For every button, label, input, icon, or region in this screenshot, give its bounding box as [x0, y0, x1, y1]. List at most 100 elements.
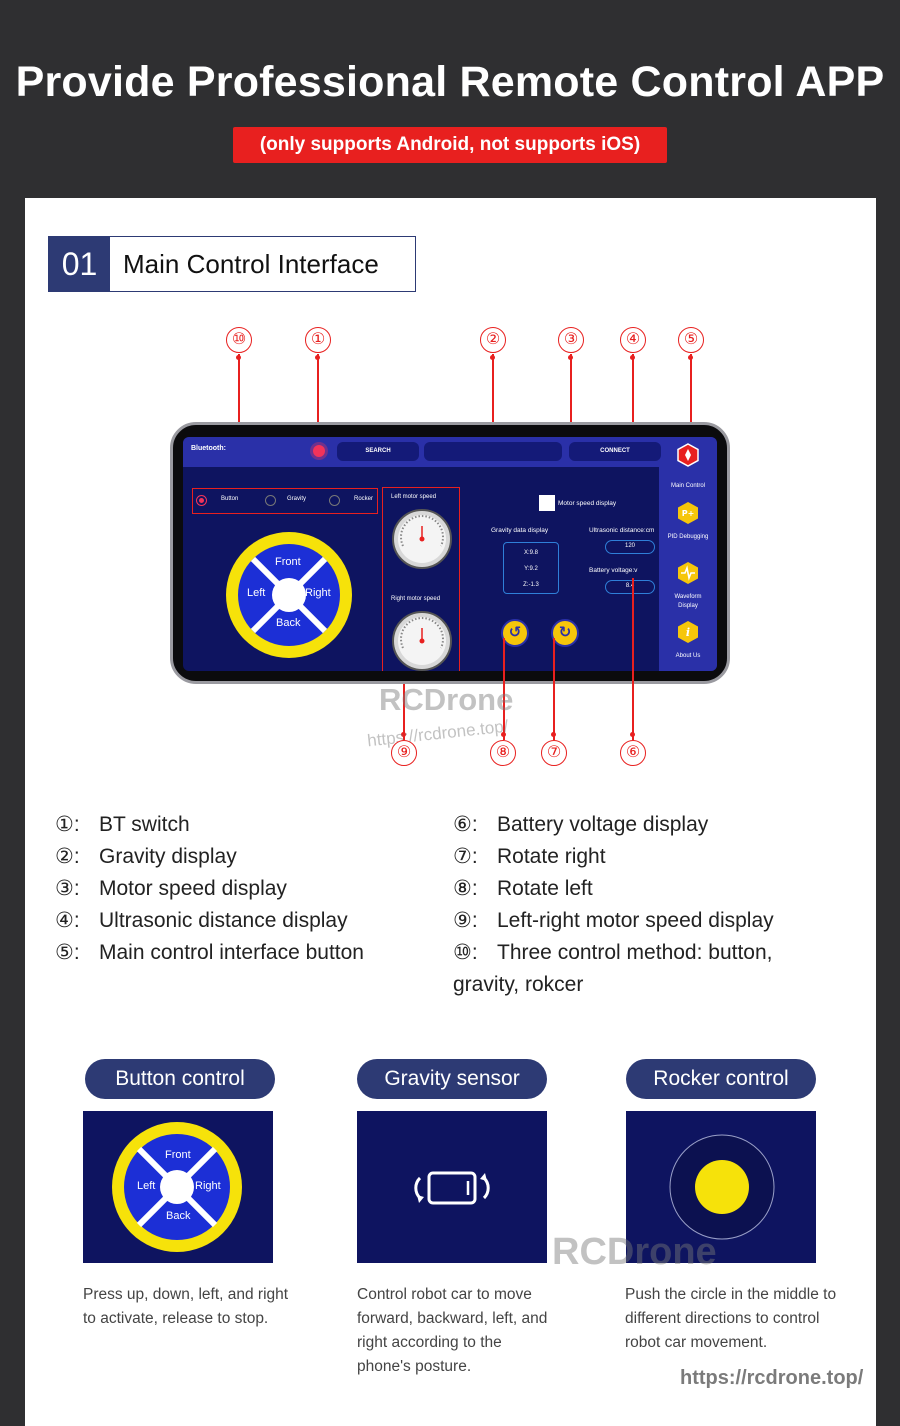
- legend-item-7: ⑦:Rotate right: [453, 845, 606, 868]
- gravity-z: Z:-1.3: [523, 582, 539, 588]
- sidebar-label-about: About Us: [675, 653, 701, 659]
- watermark-url-2: https://rcdrone.top/: [680, 1367, 864, 1389]
- app-topbar: Bluetooth: SEARCH CONNECT: [183, 437, 717, 467]
- legend-item-9: ⑨:Left-right motor speed display: [453, 909, 774, 932]
- content-panel: 01 Main Control Interface ⑩ ① ② ③ ④ ⑤ Bl…: [25, 198, 876, 1426]
- pid-icon: P+: [678, 502, 698, 524]
- legend-item-10: ⑩:Three control method: button,: [453, 941, 773, 964]
- sidebar-label-main-control: Main Control: [670, 483, 705, 489]
- watermark-url: https://rcdrone.top/: [366, 716, 510, 751]
- page-header: Provide Professional Remote Control APP …: [0, 0, 900, 198]
- rocker-joystick-graphic: [669, 1134, 775, 1240]
- sidebar-item-waveform[interactable]: Waveform Display: [659, 561, 717, 611]
- ultrasonic-label: Ultrasonic distance:cm: [589, 527, 655, 534]
- connect-button[interactable]: CONNECT: [569, 442, 661, 461]
- legend-item-3: ③:Motor speed display: [55, 877, 287, 900]
- card-title-rocker-control: Rocker control: [626, 1059, 816, 1099]
- legend-item-6: ⑥:Battery voltage display: [453, 813, 709, 836]
- callout-9: ⑨: [391, 740, 417, 766]
- card-desc-gravity-sensor: Control robot car to move forward, backw…: [357, 1286, 548, 1375]
- dpad-graphic: [226, 532, 352, 658]
- preview-right-label: Right: [195, 1180, 221, 1192]
- legend-item-4: ④:Ultrasonic distance display: [55, 909, 348, 932]
- sidebar-item-about[interactable]: i About Us: [659, 620, 717, 661]
- watermark-brand-2: RCDrone: [552, 1231, 717, 1273]
- dpad-back-button[interactable]: Back: [276, 617, 301, 629]
- preview-front-label: Front: [165, 1149, 191, 1161]
- legend-item-1: ①:BT switch: [55, 813, 190, 836]
- preview-back-label: Back: [166, 1210, 191, 1222]
- motor-speed-panel: Left motor speed Right motor speed: [382, 487, 460, 671]
- callout-8: ⑧: [490, 740, 516, 766]
- phone-rotate-icon: [414, 1171, 490, 1205]
- phone-mockup: Bluetooth: SEARCH CONNECT P+ PID Debuggi…: [170, 422, 730, 684]
- radio-button-mode[interactable]: [196, 495, 207, 506]
- page-title: Provide Professional Remote Control APP: [15, 58, 885, 106]
- radio-gravity-mode[interactable]: [265, 495, 276, 506]
- platform-badge: (only supports Android, not supports iOS…: [233, 127, 667, 163]
- card-image-button-control: Front Left Right Back: [83, 1111, 273, 1263]
- sidebar-label-waveform-1: Waveform: [674, 594, 702, 600]
- battery-voltage-label: Battery voltage:v: [589, 567, 638, 574]
- callout-3: ③: [558, 327, 584, 353]
- card-image-rocker-control: [626, 1111, 816, 1263]
- legend-item-5: ⑤:Main control interface button: [55, 941, 364, 964]
- callout-2: ②: [480, 327, 506, 353]
- callout-1: ①: [305, 327, 331, 353]
- sidebar-label-pid: PID Debugging: [667, 534, 709, 540]
- dpad-preview-graphic: [112, 1122, 242, 1252]
- legend-item-8: ⑧:Rotate left: [453, 877, 593, 900]
- section-number: 01: [49, 237, 110, 291]
- sidebar-item-pid[interactable]: P+ PID Debugging: [659, 501, 717, 542]
- left-motor-gauge: [392, 509, 452, 569]
- app-screen: Bluetooth: SEARCH CONNECT P+ PID Debuggi…: [183, 437, 717, 671]
- mode-label-button: Button: [221, 496, 239, 502]
- radio-rocker-mode[interactable]: [329, 495, 340, 506]
- section-header: 01 Main Control Interface: [48, 236, 416, 292]
- callout-6: ⑥: [620, 740, 646, 766]
- legend-item-10-cont: gravity, rokcer: [453, 973, 584, 996]
- waveform-icon: [678, 562, 698, 584]
- card-title-gravity-sensor: Gravity sensor: [357, 1059, 547, 1099]
- motor-speed-display-checkbox[interactable]: [539, 495, 555, 511]
- right-motor-label: Right motor speed: [391, 596, 441, 602]
- gravity-data-label: Gravity data display: [491, 527, 549, 534]
- svg-text:P+: P+: [682, 509, 695, 518]
- watermark-brand: RCDrone: [379, 682, 514, 717]
- callout-5: ⑤: [678, 327, 704, 353]
- control-mode-selector: Button Gravity Rocker: [192, 488, 378, 514]
- direction-pad: Front Left Right Back: [225, 531, 353, 659]
- svg-text:i: i: [686, 626, 690, 639]
- info-icon: i: [678, 621, 698, 643]
- gravity-x: X:9.8: [523, 550, 538, 556]
- callout-10: ⑩: [226, 327, 252, 353]
- search-button[interactable]: SEARCH: [337, 442, 419, 461]
- legend-item-2: ②:Gravity display: [55, 845, 237, 868]
- device-field[interactable]: [424, 442, 562, 461]
- sidebar-label-waveform-2: Display: [678, 603, 698, 609]
- rotate-right-button[interactable]: ↻: [551, 619, 579, 647]
- left-motor-label: Left motor speed: [391, 494, 437, 500]
- mode-label-gravity: Gravity: [287, 496, 307, 502]
- card-desc-button-control: Press up, down, left, and right to activ…: [83, 1286, 289, 1327]
- battery-voltage-value: 8.4: [605, 580, 655, 594]
- dpad-front-button[interactable]: Front: [275, 556, 301, 568]
- callout-7: ⑦: [541, 740, 567, 766]
- bt-switch[interactable]: [313, 445, 325, 457]
- rotate-left-button[interactable]: ↺: [501, 619, 529, 647]
- dpad-right-button[interactable]: Right: [305, 587, 331, 599]
- dpad-left-button[interactable]: Left: [247, 587, 266, 599]
- preview-left-label: Left: [137, 1180, 156, 1192]
- right-motor-gauge: [392, 611, 452, 671]
- gravity-y: Y:9.2: [524, 566, 538, 572]
- card-desc-rocker-control: Push the circle in the middle to differe…: [625, 1286, 837, 1351]
- mode-label-rocker: Rocker: [354, 496, 374, 502]
- gravity-data-display: X:9.8 Y:9.2 Z:-1.3: [503, 542, 559, 594]
- card-title-button-control: Button control: [85, 1059, 275, 1099]
- ultrasonic-value: 120: [605, 540, 655, 554]
- sidebar-item-main-control[interactable]: Main Control: [659, 443, 717, 491]
- app-sidebar: P+ PID Debugging Waveform Display i Abou…: [659, 467, 717, 671]
- card-image-gravity-sensor: [357, 1111, 547, 1263]
- section-title: Main Control Interface: [123, 249, 379, 279]
- bluetooth-label: Bluetooth:: [191, 445, 226, 452]
